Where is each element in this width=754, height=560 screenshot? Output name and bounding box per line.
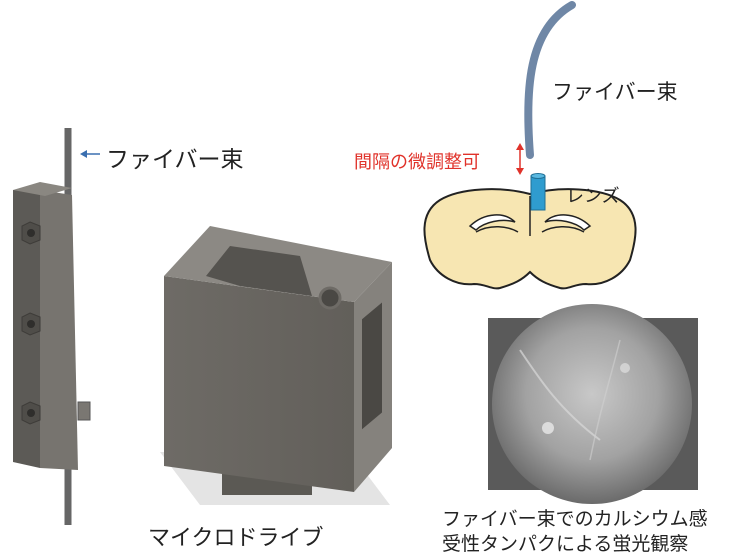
- adjust-gap-label: 間隔の微調整可: [354, 152, 480, 173]
- top-fiber-line: [524, 1, 576, 159]
- microdrive-label: マイクロドライブ: [148, 526, 324, 551]
- microdrive-top-hole: [318, 286, 342, 310]
- fiber-bundle-label-top: ファイバー束: [552, 80, 678, 104]
- holder-side-clip: [77, 401, 91, 421]
- holder-front-face: [40, 190, 78, 470]
- fiber-bundle-label-left: ファイバー束: [106, 147, 244, 173]
- holder-nut-bottom: [21, 401, 41, 425]
- microdrive-device: [160, 226, 392, 505]
- hippocampus-right: [544, 214, 592, 231]
- brain-section: [423, 188, 637, 290]
- microdrive-front-face: [164, 276, 354, 492]
- hippocampus-left: [468, 214, 516, 231]
- caption-line-2: 受性タンパクによる蛍光観察: [442, 533, 689, 555]
- holder-nut-middle: [21, 312, 41, 336]
- holder-nut-top: [21, 221, 41, 245]
- microdrive-window: [362, 302, 382, 430]
- adjust-gap-arrow: [516, 143, 524, 175]
- fluorescence-image: [488, 304, 698, 504]
- holder-top-face: [13, 182, 72, 196]
- microdrive-top-cavity: [206, 246, 312, 296]
- caption-line-1: ファイバー束でのカルシウム感: [442, 508, 708, 530]
- lens-cylinder: [530, 173, 546, 211]
- fiber-holder-device: [13, 128, 91, 525]
- ventricle-right: [541, 226, 585, 233]
- left-fiber-arrow: [80, 150, 100, 158]
- brain-outline: [423, 188, 637, 290]
- lens-label: レンズ: [566, 186, 620, 207]
- ventricle-left: [475, 226, 519, 233]
